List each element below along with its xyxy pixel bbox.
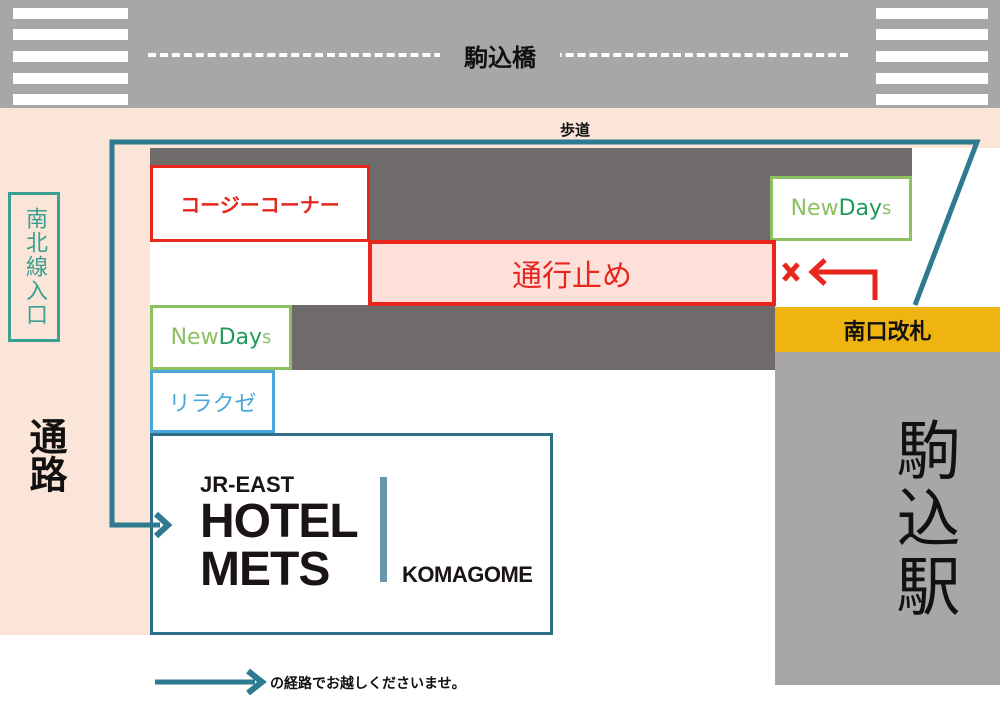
road-label: 駒込橋 <box>440 36 560 74</box>
legend-text: の経路でお越しくださいませ。 <box>270 676 466 692</box>
station-block-mid <box>290 305 775 370</box>
legend-arrowhead <box>246 668 267 696</box>
route-line <box>109 139 981 528</box>
blocked-arrow <box>812 269 878 300</box>
left-passage <box>0 148 150 635</box>
hotel-logo: JR-EAST HOTEL METS <box>200 472 359 596</box>
station-label: 駒込駅 <box>885 416 960 621</box>
crosswalk-right <box>876 8 988 105</box>
blocked-arrowhead <box>808 258 827 286</box>
route-arrowhead <box>153 511 173 539</box>
south-gate: 南口改札 <box>775 307 1000 352</box>
hotel-box <box>150 433 553 635</box>
sidewalk-label: 歩道 <box>559 120 590 139</box>
hotel-logo-divider <box>380 477 387 582</box>
blocked-x-icon <box>782 262 800 282</box>
shop-cozy-corner: コージーコーナー <box>150 165 370 242</box>
station-building: 駒込駅 <box>775 352 1000 685</box>
crosswalk-left <box>13 8 128 105</box>
closed-area: 通行止め <box>368 240 776 306</box>
passage-label: 通路 <box>23 417 67 493</box>
subway-entrance: 南北線入口 <box>8 192 60 342</box>
shop-relaxe: リラクゼ <box>150 370 275 433</box>
hotel-location: KOMAGOME <box>402 562 533 587</box>
